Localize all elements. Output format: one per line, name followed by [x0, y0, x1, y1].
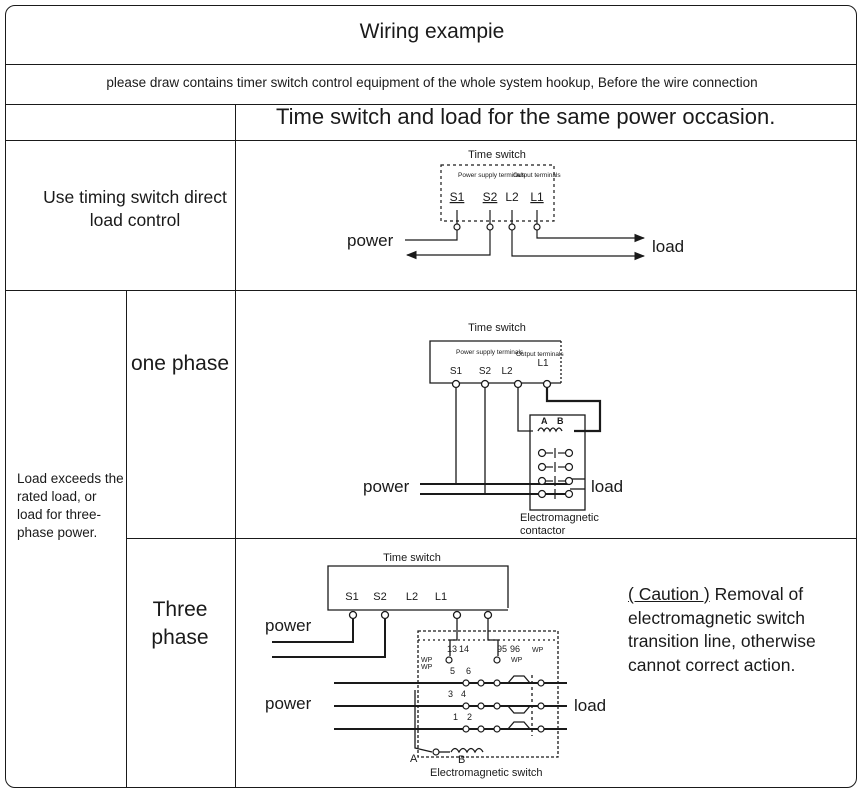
contact-3: 3: [448, 689, 453, 699]
contact-4: 4: [461, 689, 466, 699]
time-switch-label: Time switch: [468, 149, 526, 161]
contact-2: 2: [467, 712, 472, 722]
diagram-one-phase-text: Time switch Power supply terminals Outpu…: [363, 322, 623, 537]
coil-icon: [450, 747, 484, 754]
row-label-one-phase: one phase: [130, 352, 230, 375]
terminal-s2: S2: [483, 190, 498, 204]
coil-icon: [537, 427, 563, 433]
diagram-direct: [405, 164, 646, 261]
contact-6: 6: [466, 666, 471, 676]
time-switch-label: Time switch: [383, 552, 441, 564]
load-label: load: [652, 237, 684, 256]
caution-note: ( Caution ) Removal of electromagnetic s…: [628, 583, 853, 677]
output-terminals-label: Output terminals: [513, 172, 561, 179]
contactor-label: Electromagnetic contactor: [520, 512, 602, 537]
power-label: power: [363, 477, 410, 496]
one-phase-contacts: [537, 448, 574, 499]
power-label-top: power: [265, 616, 312, 635]
diagram-three-phase: [272, 565, 567, 758]
diagram-three-phase-text: Time switch S1 S2 L2 L1 power power load…: [265, 552, 606, 779]
diagram-one-phase: [420, 340, 602, 511]
wp-marker: WP: [421, 664, 433, 671]
caution-heading: ( Caution ): [628, 584, 710, 604]
contact-95: 95: [497, 644, 507, 654]
contact-14: 14: [459, 644, 469, 654]
power-supply-terminals-label: Power supply terminals: [458, 172, 526, 179]
wp-marker: WP: [511, 657, 523, 664]
row-label-exceeds: Load exceeds the rated load, or load for…: [17, 471, 124, 540]
terminal-l1: L1: [537, 358, 549, 369]
time-switch-box: [429, 340, 561, 384]
power-supply-terminals-label: Power supply terminals: [456, 349, 524, 356]
grid-line: [5, 104, 857, 105]
coil-label-a: A: [541, 416, 548, 426]
page-subtitle: please draw contains timer switch contro…: [106, 75, 758, 90]
coil-label-b: B: [458, 754, 465, 766]
terminal-s1: S1: [345, 591, 358, 603]
load-wire: [536, 230, 646, 243]
caution-text: Removal of electromagnetic switch transi…: [628, 584, 816, 675]
contactor-label-text: Electromagnetic: [520, 512, 599, 524]
contact-5: 5: [450, 666, 455, 676]
terminal-l2: L2: [406, 591, 418, 603]
three-phase-contacts: [432, 656, 545, 756]
contact-13: 13: [447, 644, 457, 654]
output-terminals-label: Output terminals: [516, 351, 564, 358]
grid-line: [5, 64, 857, 65]
section-title: Time switch and load for the same power …: [276, 104, 776, 129]
time-switch-box: [440, 164, 555, 222]
terminal-l1: L1: [435, 591, 447, 603]
terminal-s2: S2: [373, 591, 386, 603]
contactor-box: [529, 414, 586, 511]
terminal-s2: S2: [479, 366, 492, 377]
terminal-s1: S1: [450, 366, 463, 377]
row-label-three-phase: Three phase: [151, 598, 209, 649]
wiring-table-frame: [5, 5, 857, 788]
terminal-s1: S1: [450, 190, 465, 204]
power-wire: [405, 230, 491, 260]
grid-line: [235, 104, 236, 788]
contact-1: 1: [453, 712, 458, 722]
time-switch-label: Time switch: [468, 322, 526, 334]
load-label: load: [574, 696, 606, 715]
grid-line: [126, 290, 127, 788]
terminal-l2: L2: [505, 190, 519, 204]
contact-96: 96: [510, 644, 520, 654]
grid-line: [5, 140, 857, 141]
grid-line: [126, 538, 857, 539]
load-label: load: [591, 477, 623, 496]
terminal-l1: L1: [530, 190, 544, 204]
coil-label-b: B: [557, 416, 564, 426]
power-label: power: [347, 231, 394, 250]
switch-label: Electromagnetic switch: [430, 767, 543, 779]
row-label-direct: Use timing switch direct load control: [43, 187, 227, 230]
diagram-direct-text: Time switch Power supply terminals Outpu…: [347, 149, 684, 256]
wp-marker: WP: [421, 657, 433, 664]
contactor-label-line2: contactor: [520, 525, 566, 537]
switch-box: [417, 630, 559, 758]
time-switch-box: [327, 565, 509, 611]
wp-marker: WP: [532, 647, 544, 654]
grid-line: [5, 290, 857, 291]
terminal-a: A: [410, 753, 418, 765]
page-title: Wiring exampie: [359, 20, 505, 43]
terminal-l2: L2: [501, 366, 513, 377]
power-label-bottom: power: [265, 694, 312, 713]
